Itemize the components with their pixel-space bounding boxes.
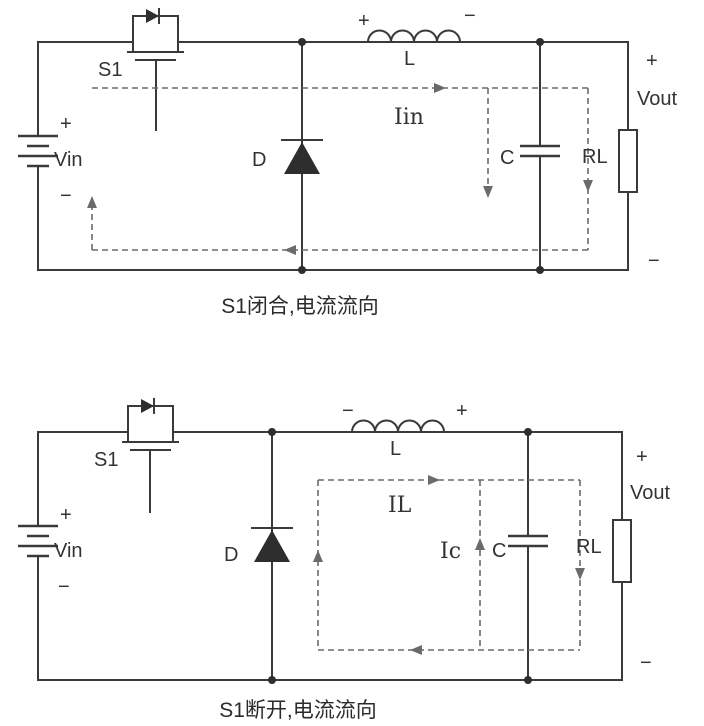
junction-dot (524, 676, 532, 684)
arrow-up-icon (313, 550, 323, 562)
arrow-down-icon (483, 186, 493, 198)
arrow-left-icon (284, 245, 296, 255)
resistor-symbol (612, 519, 632, 583)
mosfet-bypass-wire (127, 15, 184, 131)
battery-symbol (18, 524, 58, 558)
junction-dot (268, 428, 276, 436)
battery-plates (18, 134, 58, 168)
arrow-up-icon (87, 196, 97, 208)
capacitor-label: C (492, 540, 506, 562)
inductor-minus-sign: − (342, 400, 354, 422)
current-flow-path (87, 83, 593, 255)
junction-dot (268, 676, 276, 684)
junction-dot (524, 428, 532, 436)
caption-s1-closed: S1闭合,电流流向 (221, 295, 379, 318)
vout-minus-sign: − (640, 652, 652, 674)
arrow-down-icon (583, 180, 593, 192)
load-label: RL (582, 146, 608, 168)
vout-label: Vout (637, 88, 677, 110)
vout-plus-sign: + (636, 446, 648, 468)
vout-minus-sign: − (648, 250, 660, 272)
vout-plus-sign: + (646, 50, 658, 72)
inductor-symbol (366, 29, 462, 44)
battery-symbol (18, 134, 58, 168)
junction-dot (298, 266, 306, 274)
inductor-plus-sign: + (358, 10, 370, 32)
current-dashed-lines (91, 87, 589, 251)
battery-plates (18, 524, 58, 558)
input-current-label: Iin (394, 105, 424, 130)
diode-symbol (281, 139, 323, 174)
diode-triangle (254, 530, 290, 562)
current-flow-path (313, 475, 585, 655)
arrow-right-icon (428, 475, 440, 485)
vin-minus-sign: − (60, 185, 72, 207)
arrow-right-icon (434, 83, 446, 93)
arrow-left-icon (410, 645, 422, 655)
capacitor-label: C (500, 147, 514, 169)
vin-plus-sign: + (60, 504, 72, 526)
capacitor-symbol (520, 144, 560, 158)
inductor-label: L (404, 48, 415, 70)
body-diode-icon (141, 399, 154, 413)
diode-symbol (251, 527, 293, 562)
circuit-s1-closed: S1 + Vin − D + − L Iin C RL + Vout − S1闭… (18, 5, 677, 318)
diode-triangle (284, 142, 320, 174)
circuit-s1-open: S1 + Vin − D − + L IL Ic C RL + Vout − S… (18, 398, 670, 722)
vin-minus-sign: − (58, 576, 70, 598)
inductor-label: L (390, 438, 401, 460)
vin-plus-sign: + (60, 113, 72, 135)
inductor-current-label: IL (388, 493, 412, 518)
inductor-minus-sign: − (464, 5, 476, 27)
inductor-symbol (350, 419, 446, 434)
current-dashed-lines (317, 479, 581, 651)
resistor-symbol (618, 129, 638, 193)
mosfet-symbol (122, 398, 179, 513)
wires (37, 431, 623, 681)
vin-label: Vin (54, 149, 83, 171)
diode-label: D (252, 149, 266, 171)
junction-dot (536, 266, 544, 274)
junction-dot (536, 38, 544, 46)
switch-label: S1 (98, 59, 122, 81)
arrow-up-icon (475, 538, 485, 550)
vin-label: Vin (54, 540, 83, 562)
capacitor-symbol (508, 534, 548, 548)
arrow-down-icon (575, 568, 585, 580)
load-label: RL (576, 536, 602, 558)
mosfet-bypass-wire (122, 405, 179, 513)
junction-dot (298, 38, 306, 46)
vout-label: Vout (630, 482, 670, 504)
inductor-plus-sign: + (456, 400, 468, 422)
switch-label: S1 (94, 449, 118, 471)
diode-label: D (224, 544, 238, 566)
caption-s1-open: S1断开,电流流向 (219, 699, 377, 722)
body-diode-icon (146, 9, 159, 23)
mosfet-symbol (127, 8, 184, 131)
capacitor-current-label: Ic (440, 539, 461, 564)
